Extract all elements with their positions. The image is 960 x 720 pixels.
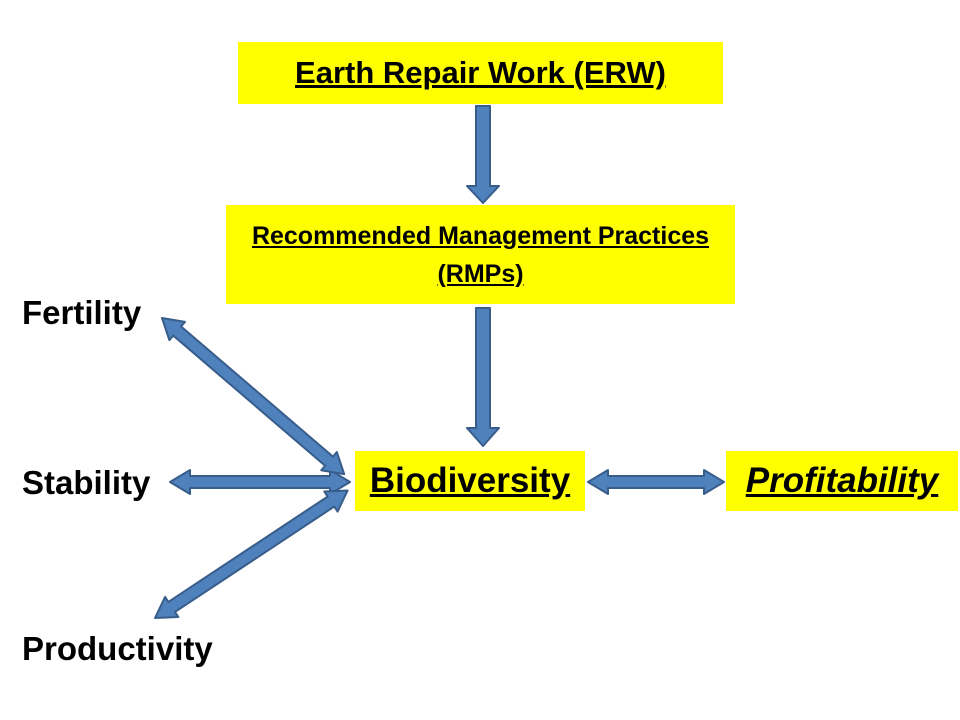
- erw-label: Earth Repair Work (ERW): [295, 55, 666, 90]
- arrow-fertility-biodiversity: [161, 317, 346, 476]
- arrow-stability-biodiversity: [169, 469, 351, 495]
- profitability-box: Profitability: [726, 451, 958, 511]
- biodiversity-box: Biodiversity: [355, 451, 585, 511]
- arrow-productivity-biodiversity: [154, 489, 349, 619]
- profitability-label: Profitability: [745, 461, 939, 500]
- productivity-label: Productivity: [22, 630, 213, 667]
- erw-box: Earth Repair Work (ERW): [238, 42, 723, 104]
- arrow-biodiversity-profitability: [587, 469, 725, 495]
- stability-label: Stability: [22, 464, 151, 501]
- fertility-label: Fertility: [22, 294, 142, 331]
- arrow-erw-to-rmp: [466, 105, 500, 204]
- rmp-label: Recommended Management Practices (RMPs): [251, 221, 710, 288]
- biodiversity-label: Biodiversity: [369, 461, 571, 500]
- arrow-rmp-to-biodiversity: [466, 307, 500, 447]
- rmp-box: Recommended Management Practices (RMPs): [226, 205, 735, 304]
